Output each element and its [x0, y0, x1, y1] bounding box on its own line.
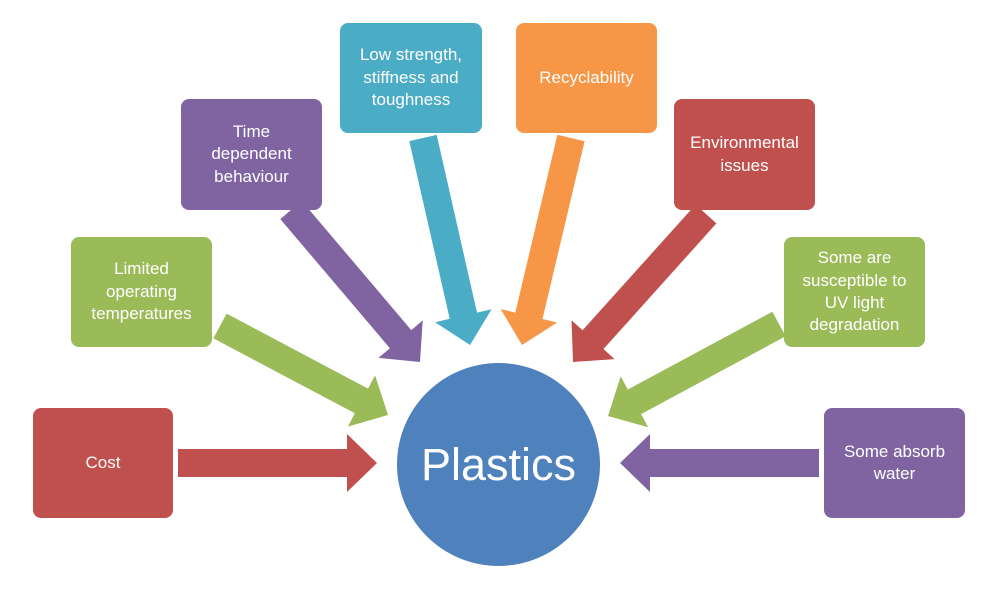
absorb-water-box: Some absorb water — [824, 408, 965, 518]
plastics-label: Plastics — [420, 438, 577, 490]
time-dependent-behaviour-arrow — [280, 200, 423, 362]
limited-operating-temperatures-arrow — [213, 313, 388, 427]
absorb-water-arrow — [620, 434, 819, 492]
cost-arrow — [178, 434, 377, 492]
environmental-issues-box: Environmental issues — [674, 99, 815, 210]
recyclability-arrow — [500, 134, 585, 345]
low-strength-box: Low strength, stiffness and toughness — [340, 23, 482, 133]
environmental-issues-arrow — [571, 204, 717, 362]
plastics-center-circle: Plastics — [397, 363, 600, 566]
low-strength-arrow — [409, 134, 492, 345]
time-dependent-behaviour-box: Time dependent behaviour — [181, 99, 322, 210]
cost-box: Cost — [33, 408, 173, 518]
uv-degradation-box: Some are susceptible to UV light degrada… — [784, 237, 925, 347]
recyclability-box: Recyclability — [516, 23, 657, 133]
limited-operating-temperatures-box: Limited operating temperatures — [71, 237, 212, 347]
uv-degradation-arrow — [608, 311, 786, 428]
